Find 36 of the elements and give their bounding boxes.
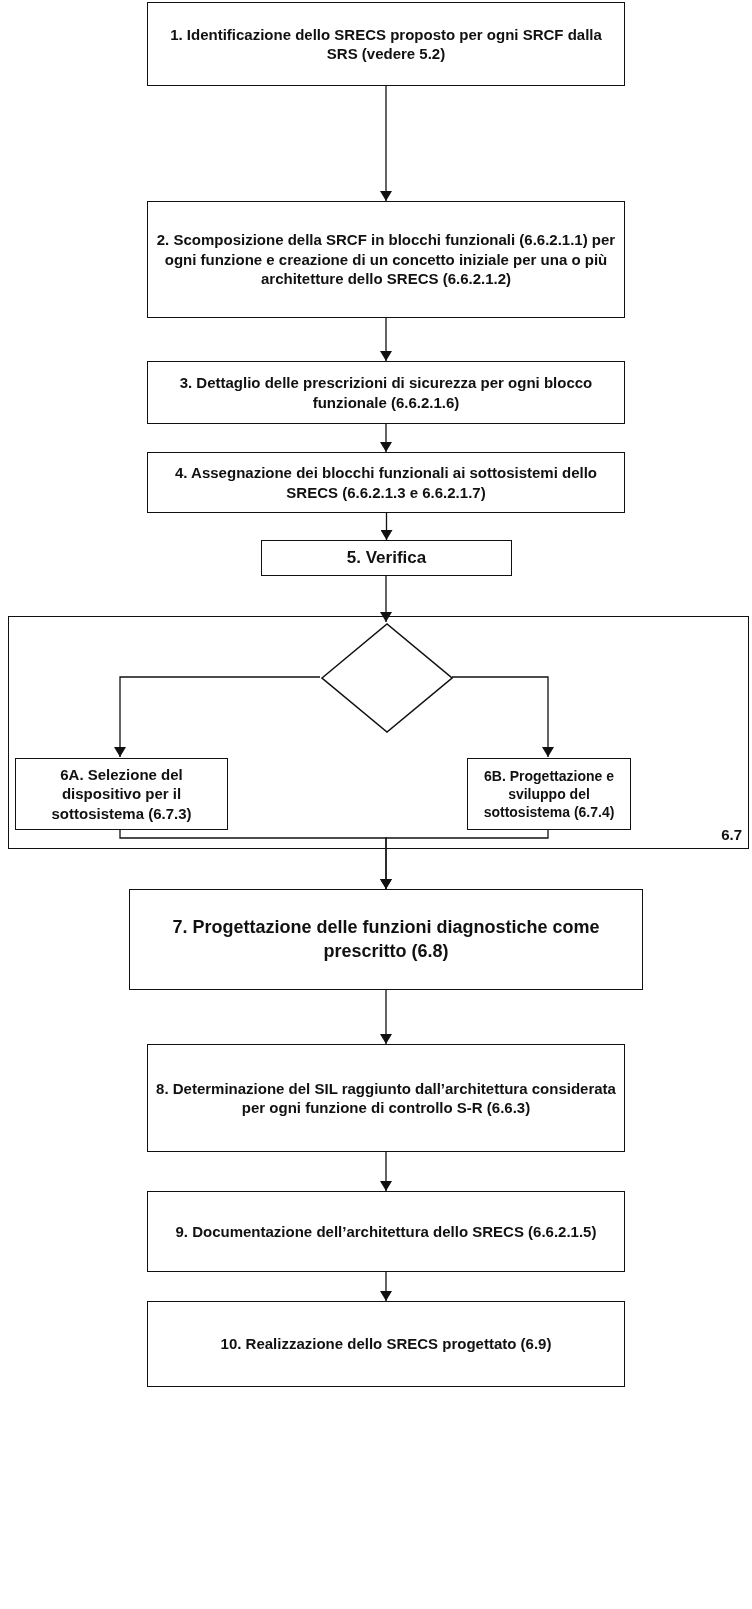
step-text: 1. Identificazione dello SRECS proposto per ogni SRCF dalla SRS (vedere 5.2) [169,24,603,64]
process-box [467,758,631,830]
arrow [380,423,392,453]
process-box [147,1044,625,1152]
step-text: 6B. Progettazione e sviluppo del sottosistema (6.7.4) [482,766,616,822]
process-box [147,1301,625,1387]
arrow [380,1151,392,1192]
arrow [114,676,321,758]
arrow [380,512,393,541]
process-box [147,2,625,86]
step-text: 7. Progettazione delle funzioni diagnostiche come prescritto (6.8) [171,916,601,963]
group-frame [8,616,749,849]
step-text: 5. Verifica [346,546,427,569]
step-text: 9. Documentazione dell’architettura dello SRECS (6.6.2.1.5) [175,1221,597,1242]
process-box [15,758,228,830]
step-text: 8. Determinazione del SIL raggiunto dall’architettura considerata per ogni funzione di controllo S-R (6.6.3) [155,1078,617,1118]
arrow [380,989,392,1045]
diamond-node [321,623,453,733]
process-box [129,889,643,990]
step-text: 10. Realizzazione dello SRECS progettato (6.9) [220,1334,552,1354]
step-text: 3. Dettaglio delle prescrizioni di sicurezza per ogni blocco funzionale (6.6.2.1.6) [178,373,594,412]
arrow [380,828,549,890]
arrow [380,575,392,623]
step-text: 2. Scomposizione della SRCF in blocchi funzionali (6.6.2.1.1) per ogni funzione e creazione di un concetto iniziale per una o più architetture dello SRECS (6.6.2.1.2) [155,230,617,289]
process-box [147,1191,625,1272]
arrow [380,85,392,202]
process-box [147,361,625,424]
arrow [451,676,554,758]
arrow [380,1271,392,1302]
process-box [147,201,625,318]
arrow [380,317,392,362]
process-box [261,540,512,576]
process-box [147,452,625,513]
group-label: 6.7 [721,824,742,844]
step-text: 4. Assegnazione dei blocchi funzionali ai sottosistemi dello SRECS (6.6.2.1.3 e 6.6.2.1.7) [174,463,598,502]
step-text: 6A. Selezione del dispositivo per il sottosistema (6.7.3) [50,764,193,824]
